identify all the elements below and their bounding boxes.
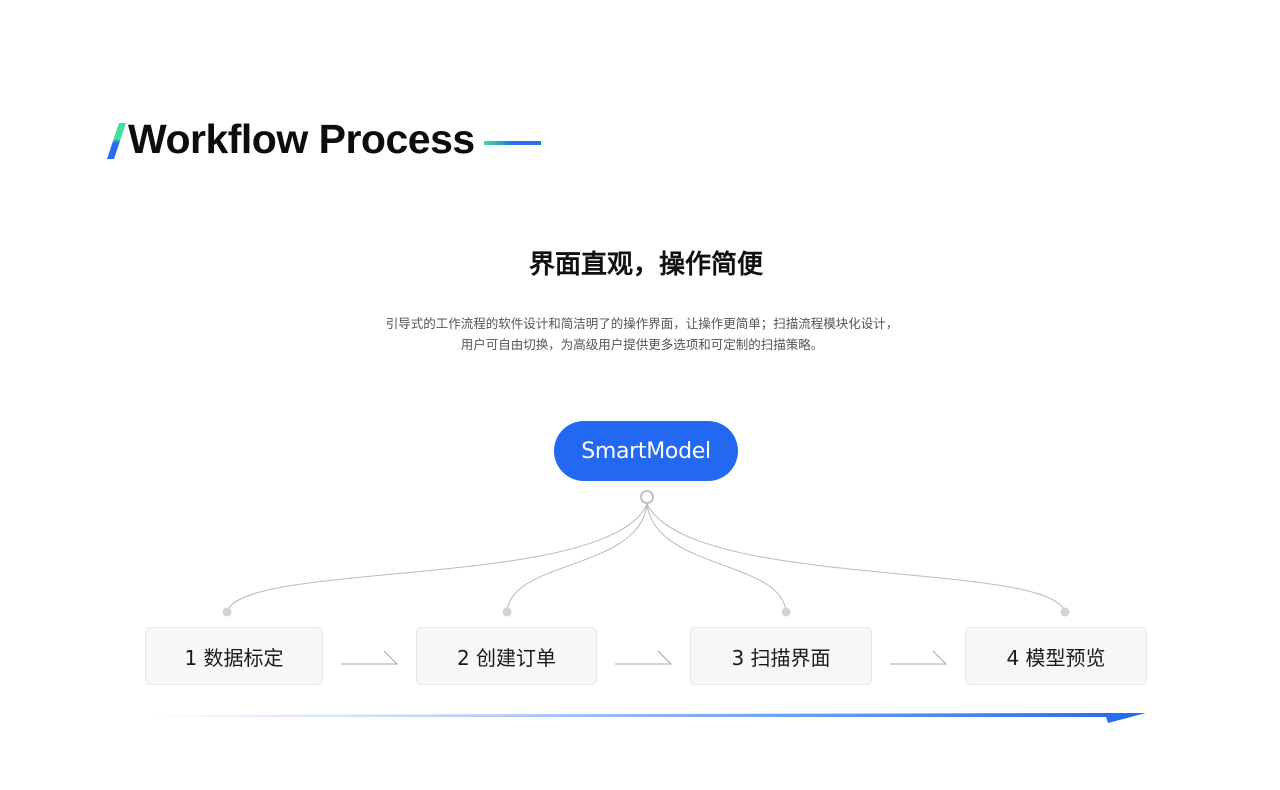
step-box-4: 4 模型预览 <box>965 627 1147 685</box>
section-description: 引导式的工作流程的软件设计和简洁明了的操作界面，让操作更简单；扫描流程模块化设计… <box>0 313 1280 355</box>
description-line: 用户可自由切换，为高级用户提供更多选项和可定制的扫描策略。 <box>460 337 824 352</box>
step-box-1: 1 数据标定 <box>145 627 323 685</box>
step-connector-dot-4 <box>1060 607 1070 617</box>
connector-line-1 <box>226 503 648 613</box>
description-line: 引导式的工作流程的软件设计和简洁明了的操作界面，让操作更简单；扫描流程模块化设计… <box>385 316 899 331</box>
connector-line-3 <box>646 503 787 613</box>
title-slash-icon <box>107 123 126 159</box>
title-underline-accent <box>484 141 541 145</box>
step-connector-dot-3 <box>781 607 791 617</box>
section-heading: 界面直观，操作简便 <box>528 250 763 280</box>
step-box-2: 2 创建订单 <box>416 627 597 685</box>
page-title: Workflow Process <box>128 116 475 162</box>
root-node-smartmodel: SmartModel <box>554 421 738 481</box>
connector-line-2 <box>506 503 648 613</box>
progress-direction-bar <box>145 713 1146 723</box>
page-title-block: Workflow Process <box>104 112 564 168</box>
step-arrow-1 <box>341 650 399 665</box>
root-connector-dot <box>640 490 654 504</box>
step-connector-dot-1 <box>222 607 232 617</box>
step-connector-dot-2 <box>502 607 512 617</box>
step-box-3: 3 扫描界面 <box>690 627 872 685</box>
connector-line-4 <box>646 503 1066 613</box>
step-arrow-2 <box>615 650 673 665</box>
step-arrow-3 <box>890 650 948 665</box>
